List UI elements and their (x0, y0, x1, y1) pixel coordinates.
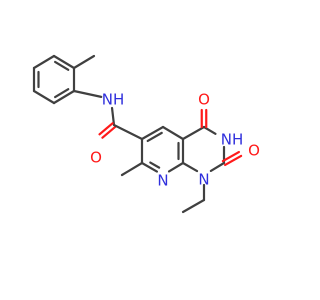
ring-bond (209, 161, 226, 172)
ring-bond (167, 161, 185, 173)
methyl-bond (72, 54, 96, 70)
c-n-bond (72, 89, 103, 98)
c-o-double-bond (101, 125, 117, 139)
tolyl-bond (52, 54, 76, 70)
tolyl-bond (32, 89, 56, 105)
amide-o-label: O (90, 149, 102, 167)
ring-bond (181, 125, 206, 141)
c-o-double-bond (221, 150, 240, 163)
tolyl-bond (32, 54, 56, 70)
tolyl-double-bond (54, 88, 70, 99)
n-c-bond (110, 106, 116, 127)
ring-double-bond (149, 161, 161, 169)
o-top-label: O (198, 91, 210, 109)
ring-bond (140, 161, 159, 173)
n1-label: N (198, 171, 209, 189)
o-right-label: O (248, 142, 260, 160)
c-o-double-bond (224, 154, 243, 167)
pyridine-n-label: N (157, 172, 168, 190)
tolyl-double-bond (54, 60, 70, 71)
amide-nh-label: NH (102, 91, 125, 109)
ring-double-bond (146, 131, 163, 143)
ring-bond (181, 161, 199, 173)
ring-nh-label: NH (221, 131, 244, 149)
ring-bond (202, 125, 217, 135)
ethyl-bond (181, 198, 206, 214)
c-o-double-bond (98, 122, 114, 136)
c-c-bond (112, 123, 144, 141)
methyl-bond (120, 161, 144, 177)
ring-bond (161, 125, 185, 141)
ring-bond (140, 125, 165, 141)
tolyl-bond (52, 89, 76, 105)
